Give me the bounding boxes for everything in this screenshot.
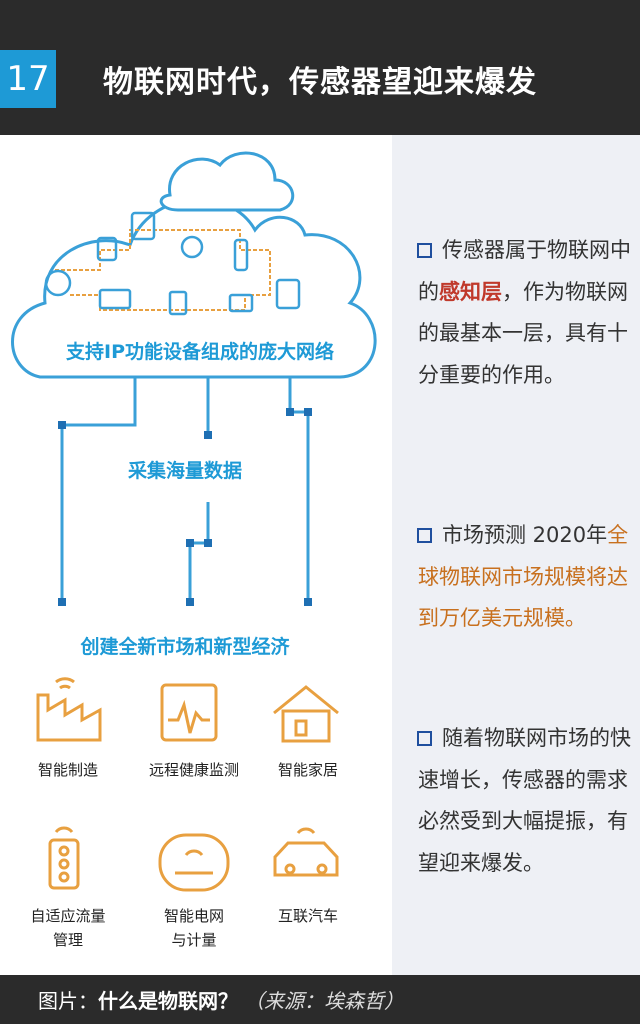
app-label-traffic-line2: 管理	[53, 931, 83, 949]
robot-arm-icon	[228, 293, 254, 313]
bullet1-highlight: 感知层	[439, 279, 502, 304]
plant-icon	[96, 236, 118, 262]
bullet-square-icon	[417, 528, 432, 543]
footer-source: （来源：埃森哲）	[244, 989, 404, 1013]
app-label-car: 互联汽车	[278, 907, 338, 925]
tablet-icon	[130, 211, 156, 241]
bullet2-highlight: 全球物联网市场规模将达到万亿美元规模。	[418, 523, 629, 630]
twitter-icon	[44, 269, 72, 297]
heart-monitor-icon	[160, 683, 218, 742]
laptop-icon	[98, 288, 132, 310]
bullet2-pre: 市场预测 2020年	[442, 523, 608, 547]
bullet1-pre: 传感器属于物联网中的	[418, 238, 631, 304]
create-label: 创建全新市场和新型经济	[79, 635, 290, 658]
page-title: 物联网时代，传感器望迎来爆发	[103, 65, 537, 100]
bullet-square-icon	[417, 243, 432, 258]
watch-icon	[180, 235, 204, 259]
app-label-grid-line2: 与计量	[171, 931, 216, 949]
smart-meter-icon	[158, 833, 230, 892]
factory-icon	[36, 677, 102, 742]
connected-car-icon	[273, 827, 339, 877]
page-footer: 图片： 什么是物联网？ （来源：埃森哲）	[0, 975, 640, 1024]
app-label-health: 远程健康监测	[149, 761, 239, 779]
collect-label: 采集海量数据	[128, 459, 242, 482]
circuit-path	[55, 229, 271, 311]
connector-lines	[60, 378, 310, 602]
cloud-shape	[11, 198, 377, 379]
bullet-sensor-demand: 随着物联网市场的快速增长，传感器的需求必然受到大幅提振，有望迎来爆发。	[417, 718, 634, 884]
bullet-sensing-layer: 传感器属于物联网中的感知层，作为物联网的最基本一层，具有十分重要的作用。	[417, 230, 634, 396]
page-header: 17 物联网时代，传感器望迎来爆发	[0, 0, 640, 135]
app-label-home: 智能家居	[278, 761, 338, 779]
app-label-manufacturing: 智能制造	[38, 761, 98, 779]
toothbrush-icon	[233, 238, 249, 272]
bullet3-text: 随着物联网市场的快速增长，传感器的需求必然受到大幅提振，有望迎来爆发。	[418, 726, 631, 875]
bullet1-post: ，作为物联网的最基本一层，具有十分重要的作用。	[418, 279, 628, 387]
slide-number: 17	[0, 50, 56, 108]
footer-title: 什么是物联网？	[98, 989, 238, 1013]
smart-home-icon	[273, 685, 339, 743]
traffic-device-icon	[168, 290, 188, 316]
text-panel: 传感器属于物联网中的感知层，作为物联网的最基本一层，具有十分重要的作用。 市场预…	[392, 135, 640, 975]
app-label-traffic-line1: 自适应流量	[30, 907, 105, 925]
cloud-label: 支持IP功能设备组成的庞大网络	[65, 340, 334, 363]
traffic-light-icon	[48, 826, 80, 890]
small-cloud	[159, 151, 295, 212]
iot-diagram: 支持IP功能设备组成的庞大网络 采集海量数据 创建全新市场和新型经济	[11, 151, 377, 949]
phone-icon	[275, 278, 301, 310]
footer-prefix: 图片：	[38, 989, 98, 1013]
bullet-square-icon	[417, 731, 432, 746]
iot-illustration: 支持IP功能设备组成的庞大网络 采集海量数据 创建全新市场和新型经济	[0, 135, 392, 975]
bullet-market-forecast: 市场预测 2020年全球物联网市场规模将达到万亿美元规模。	[417, 515, 634, 640]
app-label-grid-line1: 智能电网	[164, 907, 224, 925]
